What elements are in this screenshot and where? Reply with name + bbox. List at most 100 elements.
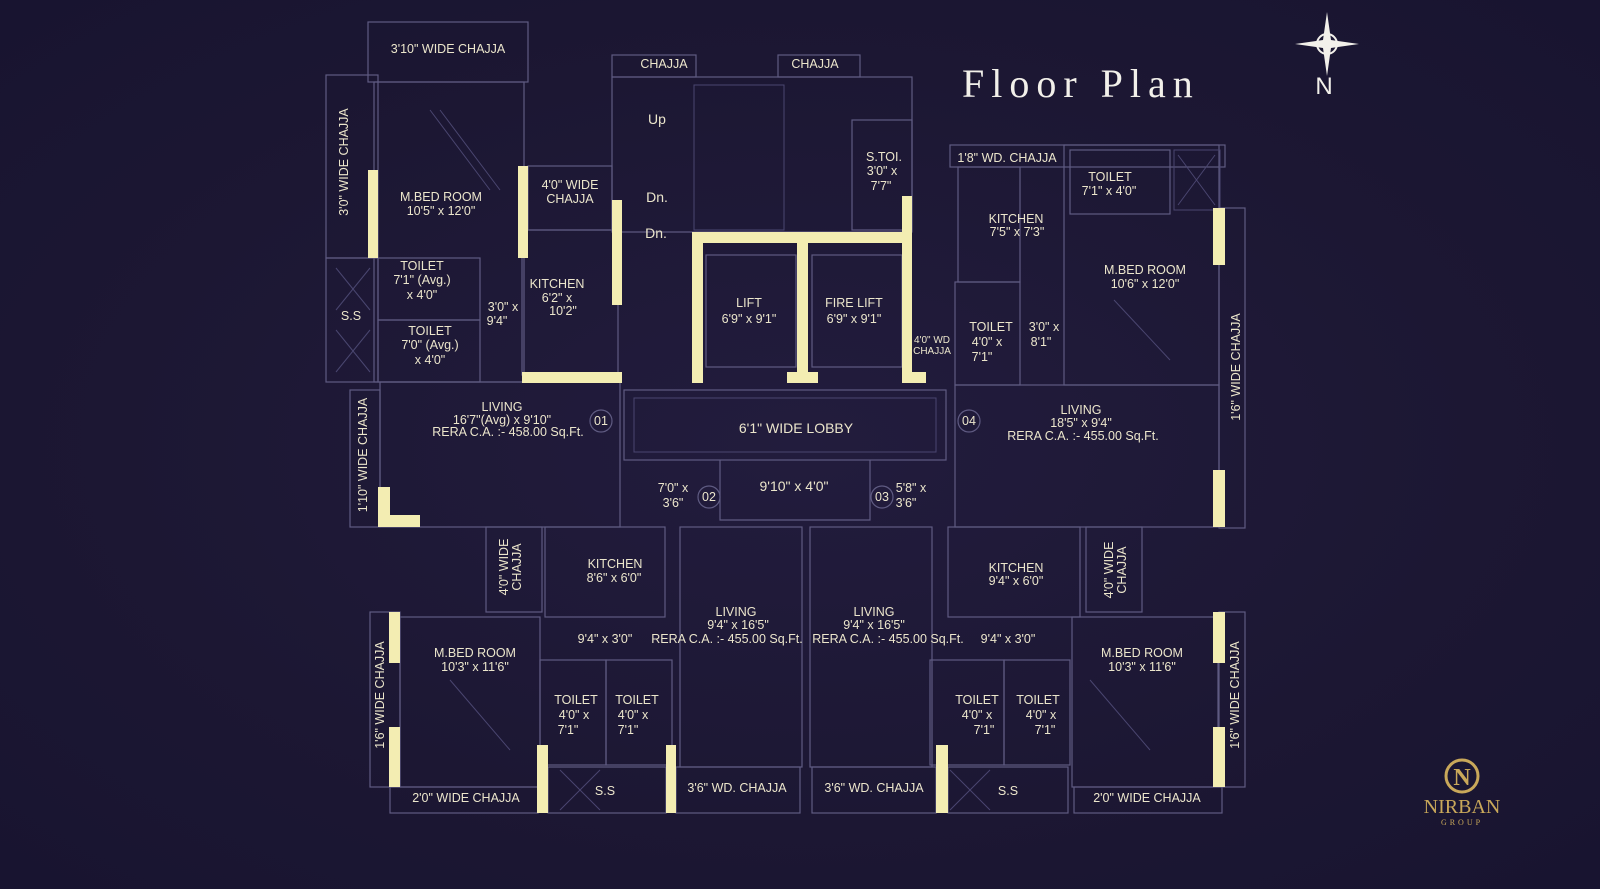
label: 3'10" WIDE CHAJJA: [391, 42, 506, 56]
label: 7'1": [974, 723, 995, 737]
label: 4'0" x: [1026, 708, 1057, 722]
label: RERA C.A. :- 458.00 Sq.Ft.: [432, 425, 583, 439]
label: 7'1": [618, 723, 639, 737]
label: Up: [648, 111, 666, 127]
page-title: Floor Plan: [962, 61, 1200, 106]
label: TOILET: [615, 693, 659, 707]
label: 9'4" x 16'5": [707, 618, 769, 632]
label: KITCHEN: [989, 212, 1044, 226]
label: x 4'0": [415, 353, 445, 367]
logo-mark: N: [1453, 765, 1471, 791]
label: 1'10" WIDE CHAJJA: [356, 397, 370, 512]
label: 4'0" x: [972, 335, 1003, 349]
label: M.BED ROOM: [1104, 263, 1186, 277]
label: 10'3" x 11'6": [1108, 660, 1176, 674]
label: KITCHEN: [588, 557, 643, 571]
label: CHAJJA: [1115, 546, 1129, 594]
label: 7'5" x 7'3": [990, 225, 1045, 239]
label: TOILET: [554, 693, 598, 707]
label: 3'6" WD. CHAJJA: [824, 781, 924, 795]
label: 10'2": [549, 304, 577, 318]
label: 7'1" (Avg.): [393, 273, 450, 287]
label: 3'0" WIDE CHAJJA: [337, 108, 351, 216]
label: S.TOI.: [866, 150, 902, 164]
label: TOILET: [1088, 170, 1132, 184]
label: 4'0" x: [559, 708, 590, 722]
label: 10'6" x 12'0": [1111, 277, 1180, 291]
unit-number: 03: [875, 490, 889, 504]
label: CHAJJA: [913, 346, 951, 357]
label: RERA C.A. :- 455.00 Sq.Ft.: [1007, 429, 1158, 443]
label: LIVING: [854, 605, 895, 619]
label: TOILET: [408, 324, 452, 338]
label: KITCHEN: [989, 561, 1044, 575]
label: x 4'0": [407, 288, 437, 302]
label: RERA C.A. :- 455.00 Sq.Ft.: [812, 632, 963, 646]
label: M.BED ROOM: [434, 646, 516, 660]
structural-walls: [368, 166, 1225, 813]
label: S.S: [998, 784, 1018, 798]
label: 3'0" x: [1029, 320, 1060, 334]
label: 1'6" WIDE CHAJJA: [1229, 313, 1243, 421]
unit-number: 02: [702, 490, 716, 504]
label: CHAJJA: [791, 57, 839, 71]
label: 9'4" x 3'0": [981, 632, 1036, 646]
label: 3'0" x: [488, 300, 519, 314]
label: 2'0" WIDE CHAJJA: [412, 791, 520, 805]
label: Dn.: [646, 189, 668, 205]
label: 1'6" WIDE CHAJJA: [373, 641, 387, 749]
label: 7'0" (Avg.): [401, 338, 458, 352]
label: LIVING: [482, 400, 523, 414]
label: KITCHEN: [530, 277, 585, 291]
label: 7'1": [972, 350, 993, 364]
label: 4'0" WD: [914, 335, 950, 346]
label: 6'9" x 9'1": [722, 312, 777, 326]
label: TOILET: [400, 259, 444, 273]
label: RERA C.A. :- 455.00 Sq.Ft.: [651, 632, 802, 646]
label: 4'0" WIDE: [1102, 542, 1116, 599]
unit-number: 04: [962, 414, 976, 428]
label: 4'0" x: [618, 708, 649, 722]
label: 1'8" WD. CHAJJA: [957, 151, 1057, 165]
label: FIRE LIFT: [825, 296, 883, 310]
label: 4'0" WIDE: [497, 539, 511, 596]
nirban-logo: N NIRBAN GROUP: [1424, 758, 1501, 827]
label: 1'6" WIDE CHAJJA: [1228, 641, 1242, 749]
label: TOILET: [1016, 693, 1060, 707]
label: 8'1": [1031, 335, 1052, 349]
label: 5'8" x: [896, 481, 927, 495]
label: LIFT: [736, 296, 762, 310]
compass-north-label: N: [1315, 73, 1332, 100]
logo-sub: GROUP: [1441, 818, 1483, 827]
logo-name: NIRBAN: [1424, 796, 1501, 818]
label: 9'4" x 3'0": [578, 632, 633, 646]
label: LIVING: [1061, 403, 1102, 417]
label: 9'10" x 4'0": [760, 478, 829, 494]
label: 10'3" x 11'6": [441, 660, 509, 674]
label: CHAJJA: [510, 543, 524, 591]
label: S.S: [595, 784, 615, 798]
label: 3'6": [896, 496, 917, 510]
label: M.BED ROOM: [400, 190, 482, 204]
label: 6'2" x: [542, 291, 573, 305]
compass-icon: N: [1295, 12, 1359, 100]
label: 16'7"(Avg) x 9'10": [453, 413, 551, 427]
label: 3'6": [663, 496, 684, 510]
label: 9'4": [487, 314, 508, 328]
label: TOILET: [955, 693, 999, 707]
label: 4'0" x: [962, 708, 993, 722]
label: 9'4" x 16'5": [843, 618, 905, 632]
label: 6'9" x 9'1": [827, 312, 882, 326]
label: 7'7": [871, 179, 892, 193]
label: TOILET: [969, 320, 1013, 334]
label: CHAJJA: [640, 57, 688, 71]
label: 7'1": [1035, 723, 1056, 737]
label: 6'1" WIDE LOBBY: [739, 420, 854, 436]
label: Dn.: [645, 225, 667, 241]
room-labels: 3'10" WIDE CHAJJA 3'0" WIDE CHAJJA M.BED…: [337, 42, 1243, 805]
label: 3'6" WD. CHAJJA: [687, 781, 787, 795]
label: 18'5" x 9'4": [1050, 416, 1112, 430]
label: 7'1" x 4'0": [1082, 184, 1137, 198]
label: 8'6" x 6'0": [587, 571, 642, 585]
